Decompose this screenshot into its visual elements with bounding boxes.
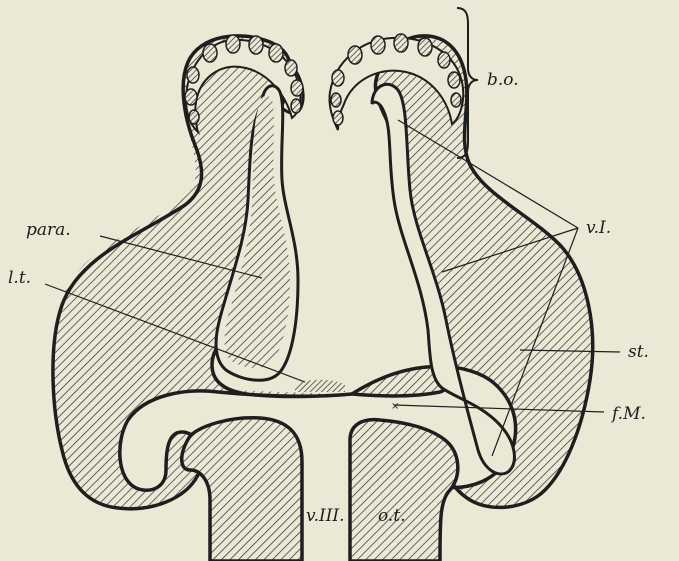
label-ot: o.t. <box>378 508 406 525</box>
label-bo: b.o. <box>487 72 519 89</box>
label-fM: f.M. <box>612 406 646 423</box>
label-vIII: v.III. <box>306 508 345 525</box>
label-lt: l.t. <box>8 270 31 287</box>
right-lower-lobe <box>350 420 458 561</box>
label-st: st. <box>628 344 649 361</box>
label-para: para. <box>26 222 71 239</box>
foramen-marker: × <box>391 401 399 412</box>
label-vI: v.I. <box>586 220 611 237</box>
left-lower-lobe <box>182 418 302 561</box>
